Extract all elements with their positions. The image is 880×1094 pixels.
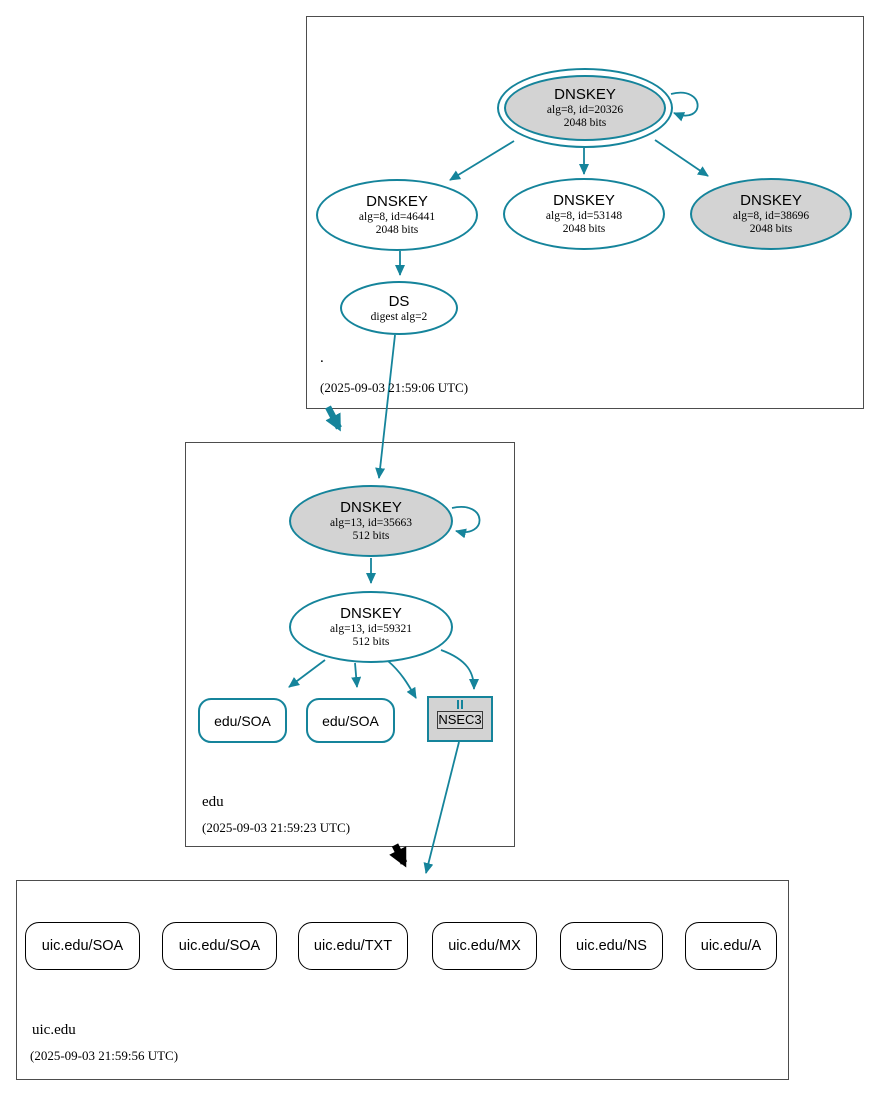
node-uic-mx[interactable]: uic.edu/MX [432,922,537,970]
node-title: DNSKEY [340,605,402,622]
node-detail: digest alg=2 [370,310,428,323]
node-uic-soa-1[interactable]: uic.edu/SOA [25,922,140,970]
node-title: DS [388,292,410,310]
node-detail: 512 bits [352,636,390,648]
node-title: DNSKEY [554,86,616,103]
zone-box-uic-edu [16,880,789,1080]
node-detail: alg=13, id=35663 [330,517,412,529]
node-edu-nsec3[interactable]: NSEC3 [427,696,493,742]
node-detail: 2048 bits [375,224,419,236]
node-title: DNSKEY [740,192,802,209]
node-detail: 512 bits [352,530,390,542]
node-uic-ns[interactable]: uic.edu/NS [560,922,663,970]
node-title: DNSKEY [553,192,615,209]
nsec3-label: NSEC3 [437,711,483,729]
rrset-label: uic.edu/TXT [313,938,393,954]
node-root-ksk-dnskey-20326[interactable]: DNSKEY alg=8, id=20326 2048 bits [497,68,673,148]
rrset-label: uic.edu/NS [576,938,647,954]
zone-box-root [306,16,864,409]
node-root-ds[interactable]: DS digest alg=2 [340,281,458,335]
node-uic-txt[interactable]: uic.edu/TXT [298,922,408,970]
rrset-label: uic.edu/MX [448,938,521,954]
node-title: DNSKEY [366,193,428,210]
delegation-arrow-root-to-edu [325,405,342,432]
zone-timestamp-uic-edu: (2025-09-03 21:59:56 UTC) [30,1048,179,1063]
zone-timestamp-root: (2025-09-03 21:59:06 UTC) [320,380,469,395]
node-detail: alg=13, id=59321 [330,623,412,635]
node-root-dnskey-38696[interactable]: DNSKEY alg=8, id=38696 2048 bits [690,178,852,250]
node-uic-a[interactable]: uic.edu/A [685,922,777,970]
node-detail: alg=8, id=46441 [358,211,436,223]
zone-label-uic-edu: uic.edu [32,1022,76,1038]
rrset-label: uic.edu/SOA [41,938,124,954]
nsec3-cell [457,700,459,709]
nsec3-cell [461,700,463,709]
node-detail: alg=8, id=53148 [545,210,623,222]
nsec3-header-cells [457,700,463,709]
zone-box-edu [185,442,515,847]
node-uic-soa-2[interactable]: uic.edu/SOA [162,922,277,970]
node-detail: 2048 bits [563,117,607,129]
node-root-ksk-inner: DNSKEY alg=8, id=20326 2048 bits [504,75,666,141]
node-edu-soa-1[interactable]: edu/SOA [198,698,287,743]
rrset-label: uic.edu/SOA [178,938,261,954]
rrset-label: edu/SOA [214,712,271,729]
delegation-arrow-edu-to-uic [389,843,408,868]
node-root-dnskey-46441[interactable]: DNSKEY alg=8, id=46441 2048 bits [316,179,478,251]
node-edu-soa-2[interactable]: edu/SOA [306,698,395,743]
node-detail: 2048 bits [749,223,793,235]
node-detail: alg=8, id=20326 [546,104,624,116]
zone-timestamp-edu: (2025-09-03 21:59:23 UTC) [202,820,351,835]
node-detail: 2048 bits [562,223,606,235]
node-edu-ksk-dnskey-35663[interactable]: DNSKEY alg=13, id=35663 512 bits [289,485,453,557]
node-edu-zsk-dnskey-59321[interactable]: DNSKEY alg=13, id=59321 512 bits [289,591,453,663]
zone-label-root: . [320,350,324,366]
node-title: DNSKEY [340,499,402,516]
node-detail: alg=8, id=38696 [732,210,810,222]
zone-label-edu: edu [202,794,224,810]
rrset-label: edu/SOA [322,712,379,729]
rrset-label: uic.edu/A [700,938,762,954]
node-root-dnskey-53148[interactable]: DNSKEY alg=8, id=53148 2048 bits [503,178,665,250]
